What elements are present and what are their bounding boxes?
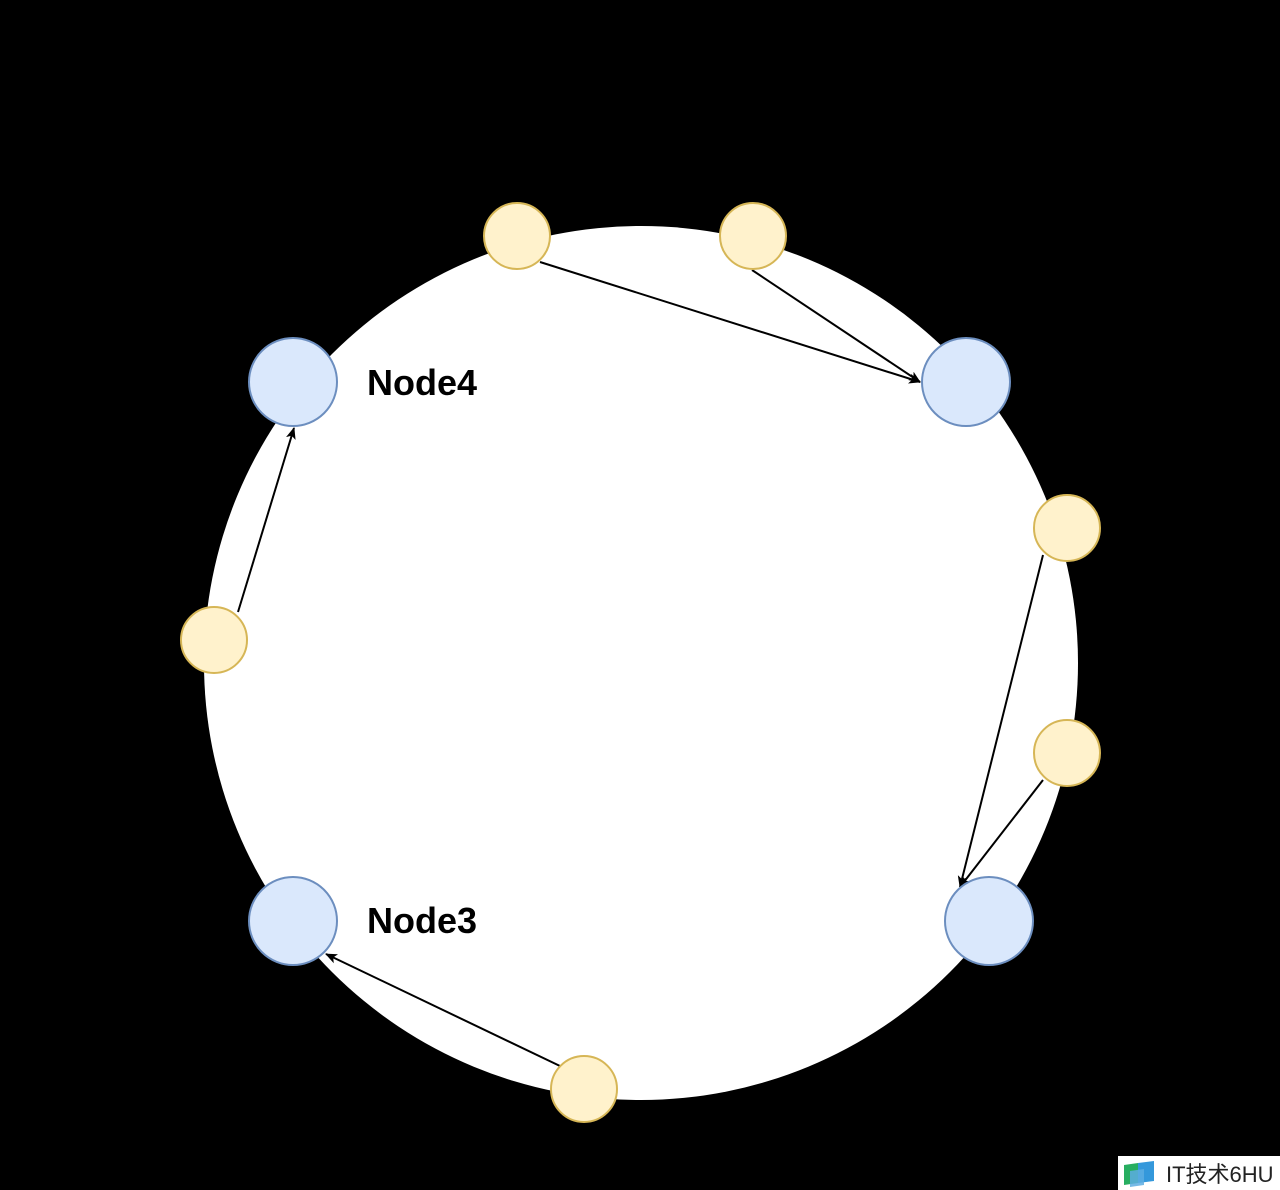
arrow-right-lower-data-to-bottom-right-node — [959, 779, 1044, 888]
data-node-top-left — [483, 202, 551, 270]
data-node-top-right — [719, 202, 787, 270]
data-node-left — [180, 606, 248, 674]
node3-label: Node3 — [367, 900, 477, 941]
hash-ring — [204, 226, 1078, 1100]
arrow-right-upper-data-to-bottom-right-node — [957, 554, 1044, 888]
arrow-top-left-data-to-top-right-node — [539, 261, 921, 384]
arrow-bottom-data-to-node3 — [325, 953, 561, 1067]
server-node-top-right — [921, 337, 1011, 427]
book-logo-icon — [1124, 1161, 1154, 1187]
watermark-text: IT技术6HU — [1166, 1162, 1274, 1187]
server-node-bottom-right — [944, 876, 1034, 966]
arrow-top-right-data-to-top-right-node — [751, 269, 921, 383]
server-node-4 — [248, 337, 338, 427]
data-node-right-lower — [1033, 719, 1101, 787]
data-node-bottom — [550, 1055, 618, 1123]
arrow-left-data-to-node4 — [237, 427, 296, 613]
node4-label: Node4 — [367, 362, 477, 403]
data-node-right-upper — [1033, 494, 1101, 562]
server-node-3 — [248, 876, 338, 966]
watermark: IT技术6HU — [1118, 1156, 1280, 1190]
